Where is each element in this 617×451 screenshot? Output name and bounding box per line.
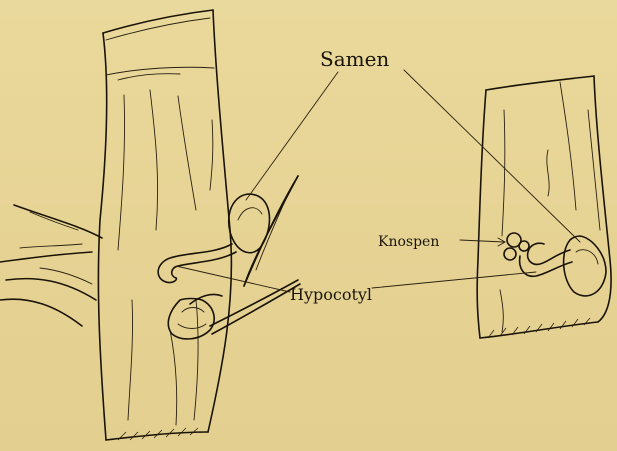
label-knospen: Knospen (378, 234, 439, 250)
seed-right (564, 236, 606, 296)
bract-leaf (244, 176, 298, 286)
seedling-lower (168, 280, 300, 339)
left-stem (98, 10, 231, 440)
label-samen: Samen (320, 47, 389, 71)
side-branches (0, 205, 102, 326)
label-hypocotyl: Hypocotyl (290, 285, 372, 304)
buds (504, 233, 529, 260)
